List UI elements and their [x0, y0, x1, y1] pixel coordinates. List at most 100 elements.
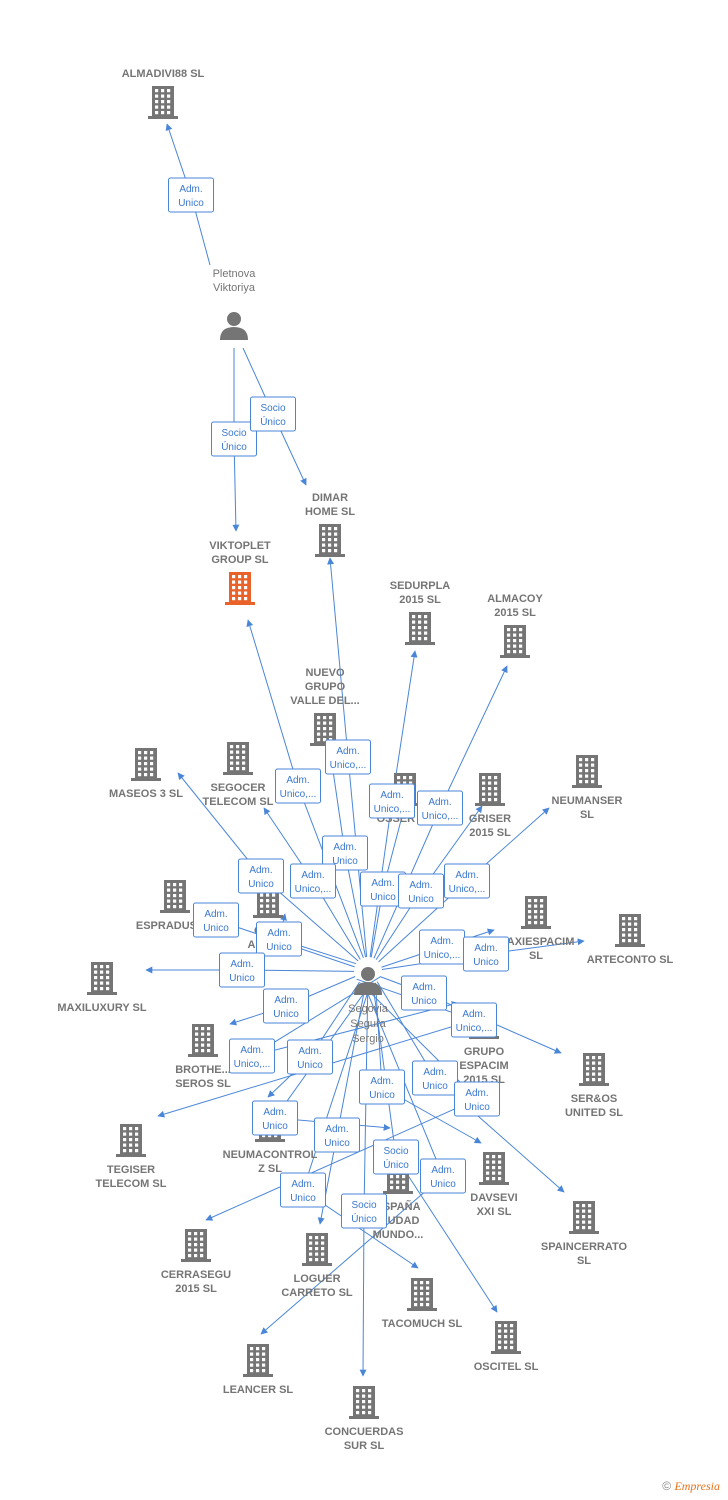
building-icon — [302, 1233, 332, 1266]
node-label-line: 2015 SL — [469, 827, 511, 839]
node-label-line: DAVSEVI — [470, 1192, 517, 1204]
edge-label-segovia-brotheseros[interactable]: Adm.Unico — [263, 988, 309, 1024]
edge-label-text: Adm. — [428, 797, 451, 808]
edge-label-text: Adm. — [204, 909, 227, 920]
node-label-line: HOME SL — [305, 506, 355, 518]
edge-label-segovia-loguer[interactable]: Adm.Unico — [314, 1117, 360, 1153]
building-icon — [116, 1124, 146, 1157]
node-label-line: CARRETO SL — [281, 1287, 353, 1299]
edge-label-segovia-arteconto[interactable]: Adm.Unico — [463, 936, 509, 972]
edge-label-box — [263, 988, 309, 1024]
edge-label-segovia-maseos[interactable]: Adm.Unico — [238, 858, 284, 894]
edge-label-segovia-leancer[interactable]: Adm.Unico — [420, 1158, 466, 1194]
company-node-almadivi88[interactable]: ALMADIVI88 SL — [122, 68, 205, 119]
edge-label-text: Unico — [324, 1138, 350, 1149]
node-label-line: ESPACIM — [459, 1060, 508, 1072]
edge-label-segovia-espana[interactable]: Adm.Unico — [252, 1100, 298, 1136]
edge-label-segovia-grupoespacim[interactable]: Adm.Unico,... — [229, 1038, 275, 1074]
company-node-loguer[interactable]: LOGUER CARRETO SL — [281, 1233, 353, 1299]
node-label-line: SL — [580, 809, 594, 821]
edge-label-segovia-maxiespacim[interactable]: Adm.Unico,... — [419, 929, 465, 965]
edge-label-box — [290, 863, 336, 899]
edge-label-box — [250, 396, 296, 432]
edge-label-segovia-ciudanda[interactable]: Adm.Unico — [256, 921, 302, 957]
edge-label-segovia-griser[interactable]: Adm.Unico — [398, 873, 444, 909]
edge-label-segovia-sedurpla[interactable]: Adm.Unico,... — [369, 783, 415, 819]
edge-label-segovia-tegiser[interactable]: Adm.Unico,... — [451, 1002, 497, 1038]
edge-label-text: Unico — [203, 923, 229, 934]
building-icon — [491, 1321, 521, 1354]
edge-label-segovia-cerrasegu[interactable]: Adm.Unico — [454, 1081, 500, 1117]
edge-label-text: Adm. — [371, 878, 394, 889]
edge-label-box — [398, 873, 444, 909]
edge-label-text: Unico — [297, 1060, 323, 1071]
edge-label-segovia-viktoplet[interactable]: Adm.Unico,... — [275, 768, 321, 804]
edge-label-box — [454, 1081, 500, 1117]
company-node-tacomuch[interactable]: TACOMUCH SL — [382, 1278, 463, 1330]
company-node-maseos[interactable]: MASEOS 3 SL — [109, 748, 183, 800]
node-label-line: NUEVO — [305, 667, 345, 679]
building-icon — [243, 1344, 273, 1377]
edge-label-segovia-seros[interactable]: Adm.Unico — [401, 975, 447, 1011]
company-node-oscitel[interactable]: OSCITEL SL — [474, 1321, 539, 1373]
edge-label-segovia-spaincerrato[interactable]: Adm.Unico — [412, 1060, 458, 1096]
edge-label-text: Unico — [266, 942, 292, 953]
edge-label-text: Adm. — [474, 943, 497, 954]
edge-label-box — [229, 1038, 275, 1074]
edge-label-text: Unico — [464, 1102, 490, 1113]
edge-label-pletnova-almadivi88[interactable]: Adm.Unico — [168, 177, 214, 213]
company-node-brotheseros[interactable]: BROTHE...SEROS SL — [175, 1024, 231, 1090]
edge-label-segovia-neumacontrol[interactable]: Adm.Unico — [287, 1039, 333, 1075]
node-label-line: CONCUERDAS — [325, 1426, 404, 1438]
node-label-line: VALLE DEL... — [290, 695, 359, 707]
edge-label-segovia-davsevi[interactable]: Adm.Unico — [359, 1069, 405, 1105]
edge-label-segovia-maxiluxury[interactable]: Adm.Unico — [219, 952, 265, 988]
building-icon — [479, 1152, 509, 1185]
edge-label-segovia-tacomuch[interactable]: Adm.Unico — [280, 1172, 326, 1208]
company-node-maxiluxury[interactable]: MAXILUXURY SL — [57, 962, 147, 1014]
edge-label-segovia-almacoy[interactable]: Adm.Unico,... — [417, 790, 463, 826]
company-node-arteconto[interactable]: ARTECONTO SL — [587, 914, 674, 966]
edge-label-segovia-neumanser[interactable]: Adm.Unico,... — [444, 863, 490, 899]
edge-label-segovia-espradus[interactable]: Adm. Unico — [193, 902, 239, 938]
edge-label-box — [168, 177, 214, 213]
edge-label-segovia-segocer[interactable]: Adm.Unico,... — [290, 863, 336, 899]
edge-label-text: Adm. — [430, 936, 453, 947]
edge-label-box — [444, 863, 490, 899]
building-icon — [87, 962, 117, 995]
edge-label-box — [359, 1069, 405, 1105]
company-node-leancer[interactable]: LEANCER SL — [223, 1344, 294, 1396]
brand-logo: Empresia — [674, 1479, 720, 1493]
edge-label-text: Unico — [273, 1009, 299, 1020]
edge-label-text: Socio — [260, 403, 285, 414]
edge-label-box — [238, 858, 284, 894]
edge-label-box — [280, 1172, 326, 1208]
node-label-line: LOGUER — [293, 1273, 340, 1285]
edge-label-text: Único — [383, 1158, 409, 1171]
node-label-line: TELECOM SL — [96, 1178, 167, 1190]
edge-label-segovia-nuevogrupo[interactable]: Adm.Unico — [322, 835, 368, 871]
edge-label-box — [369, 783, 415, 819]
edge-label-segovia-dimar[interactable]: Adm.Unico,... — [325, 739, 371, 775]
